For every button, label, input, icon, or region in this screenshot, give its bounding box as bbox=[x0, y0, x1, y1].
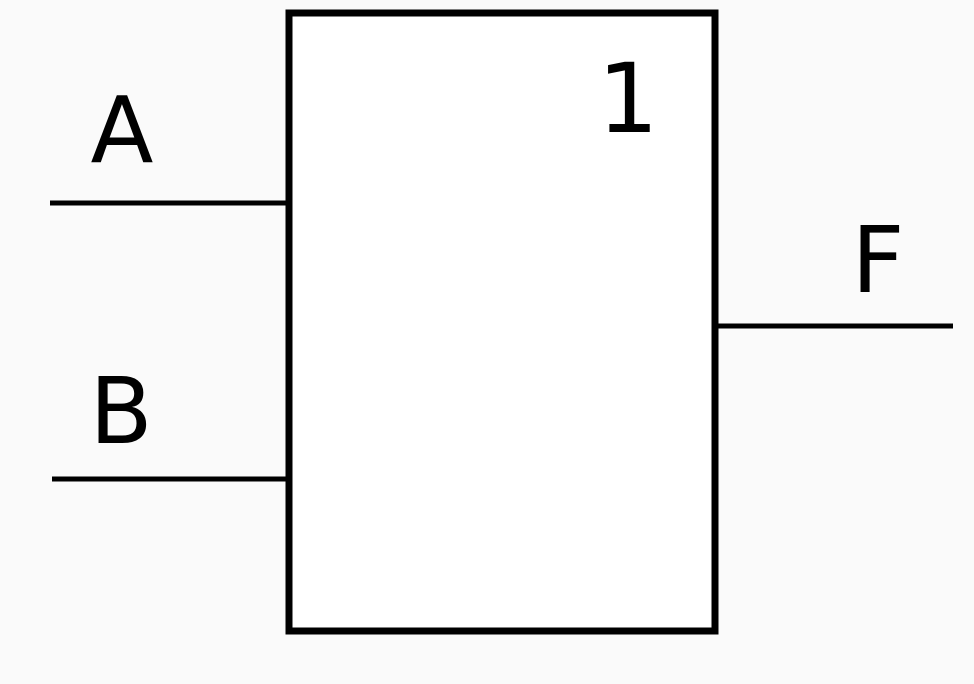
gate-body bbox=[285, 9, 719, 635]
output-f-label: F bbox=[852, 207, 905, 314]
input-a-label: A bbox=[91, 77, 154, 184]
input-b-label: B bbox=[89, 358, 152, 465]
gate-symbol: 1 bbox=[597, 43, 658, 155]
